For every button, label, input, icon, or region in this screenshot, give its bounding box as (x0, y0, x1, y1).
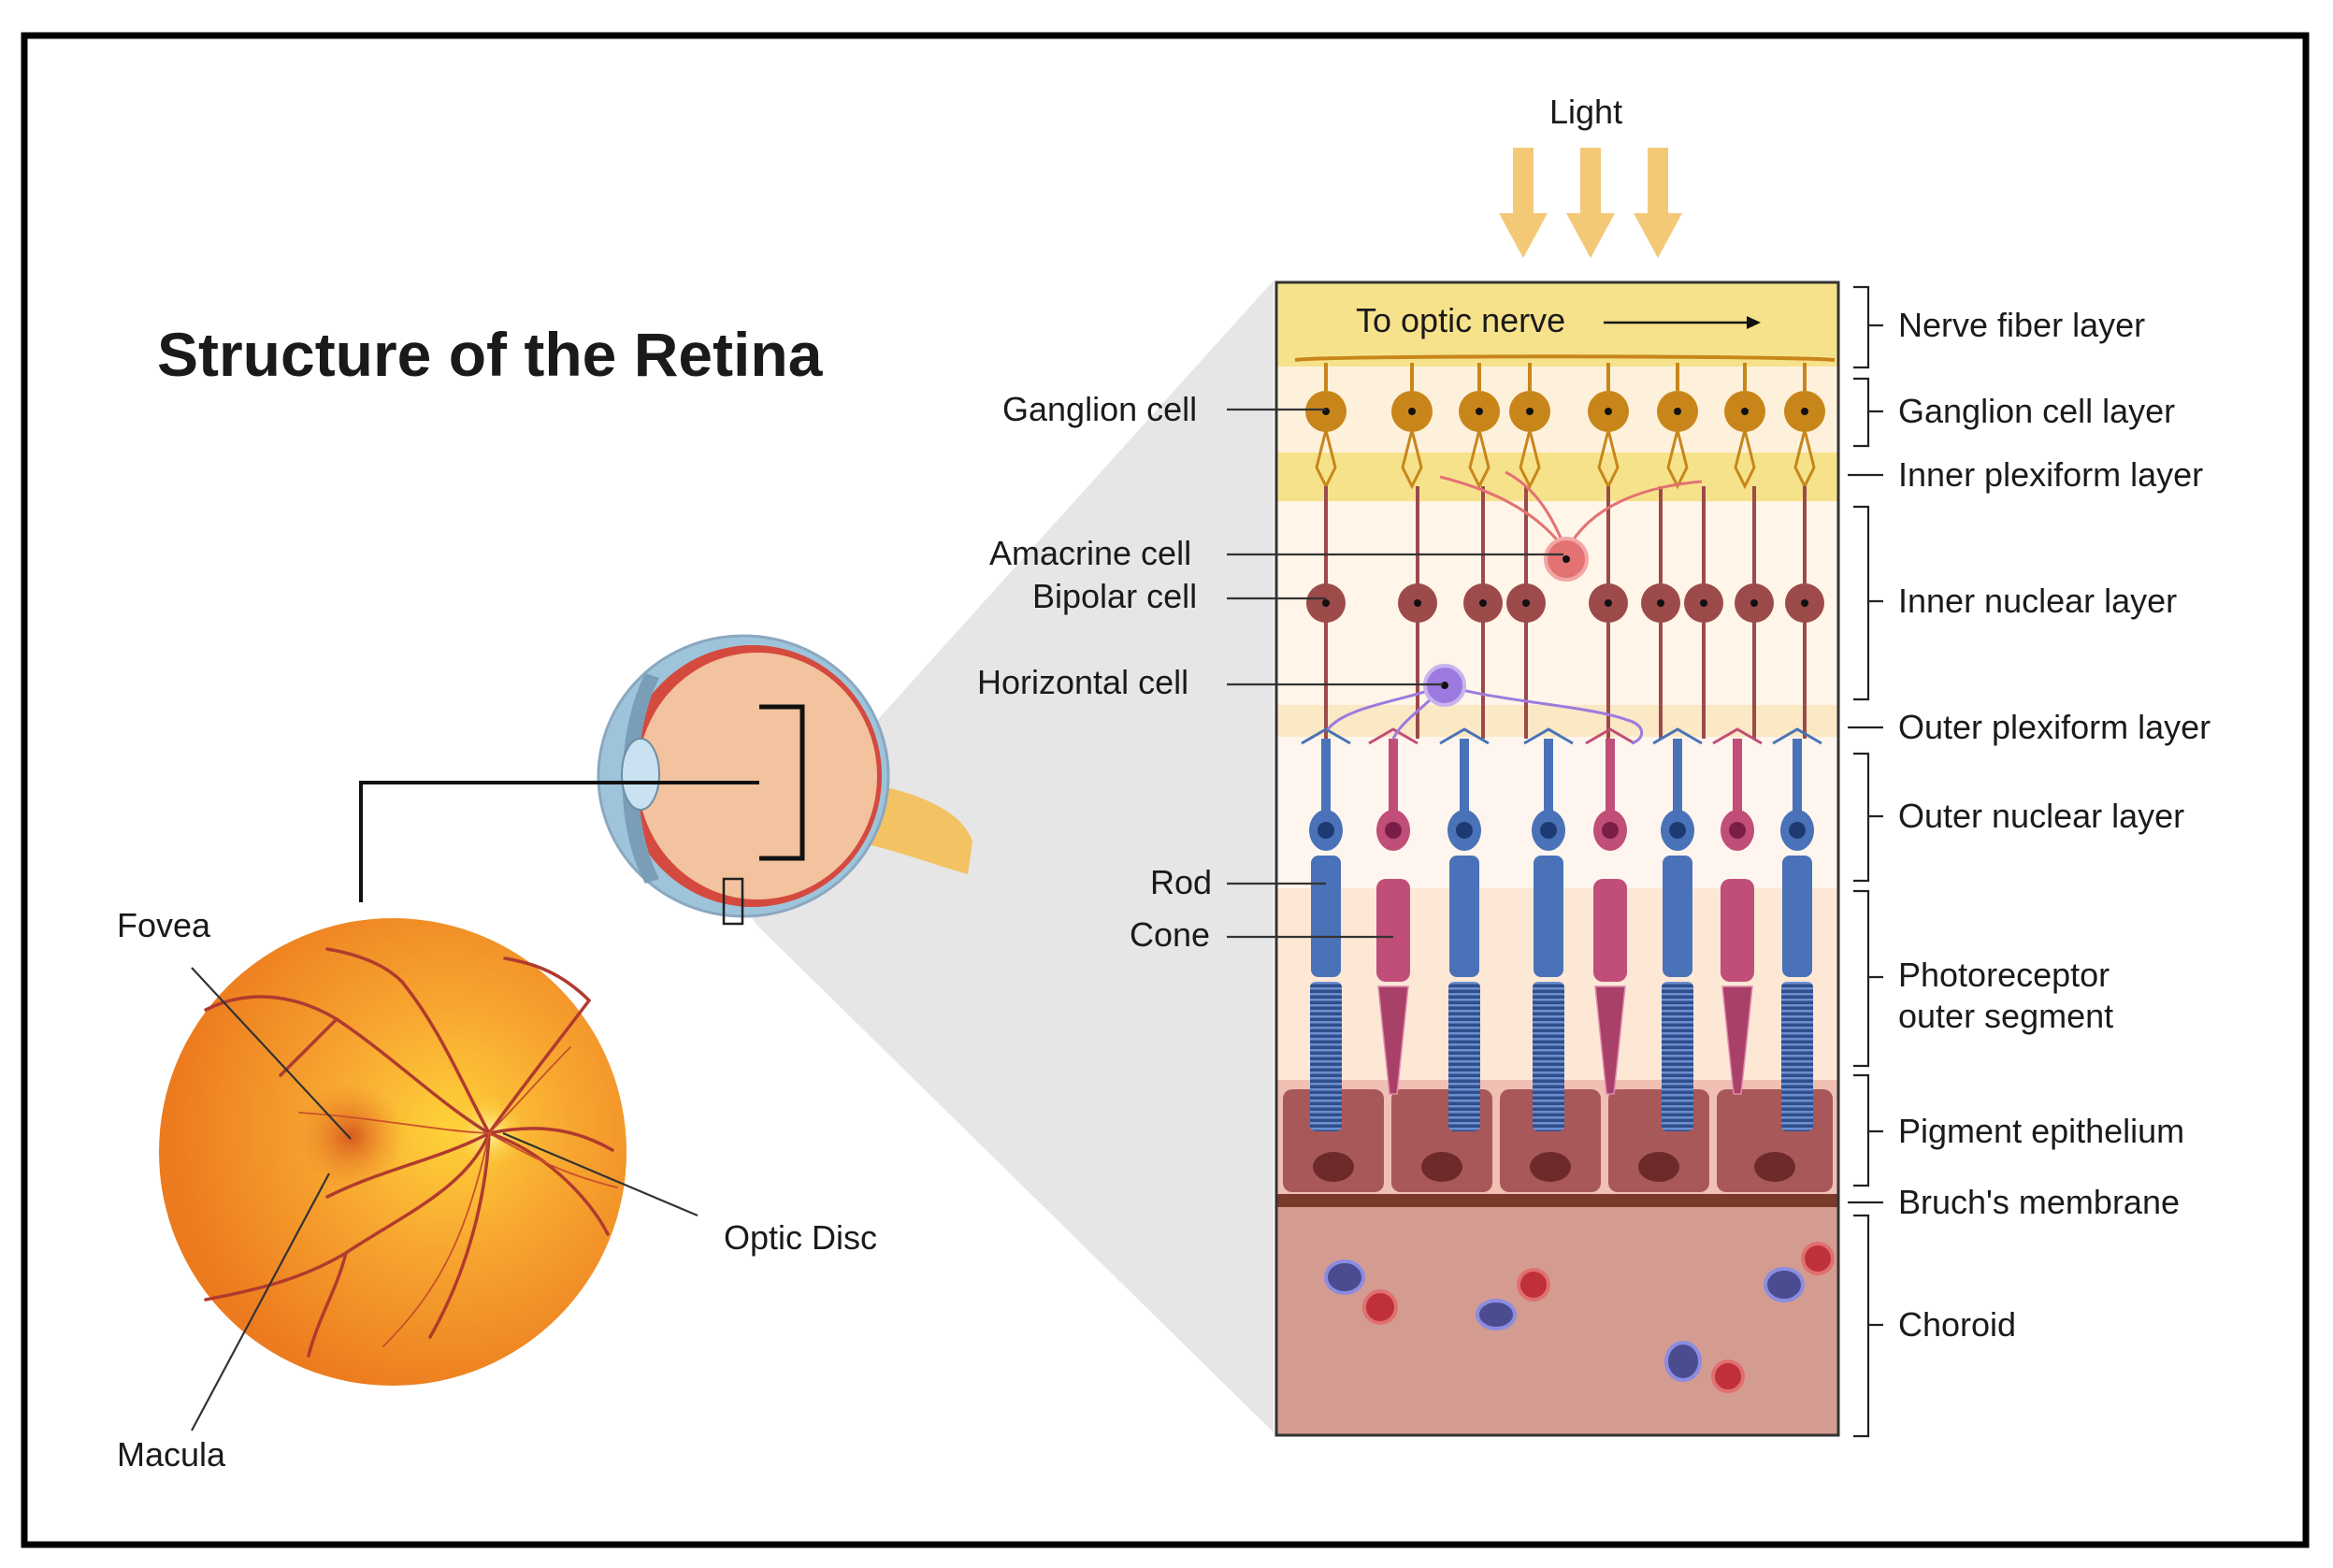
rod-inner-segment (1782, 856, 1812, 977)
layer-brackets (1848, 285, 1883, 1438)
optic-disc-leader (502, 1131, 698, 1217)
rod-outer-segment (1448, 982, 1480, 1131)
bruchs-membrane-label: Bruch's membrane (1898, 1183, 2180, 1221)
rod-nucleus (1540, 822, 1557, 839)
cone-nucleus (1385, 822, 1402, 839)
outer-plexiform-layer-label: Outer plexiform layer (1898, 708, 2211, 746)
amacrine-cell (1439, 470, 1703, 582)
rod-synapse (1301, 727, 1351, 745)
rod-outer-segment (1533, 982, 1564, 1131)
cone-synapse (1585, 727, 1635, 745)
amacrine-cell-label: Amacrine cell (989, 534, 1191, 572)
cone-inner-segment (1593, 879, 1627, 982)
ganglion-nucleus (1605, 408, 1612, 415)
ganglion-cell-label: Ganglion cell (1002, 390, 1197, 428)
bipolar-nucleus (1522, 599, 1530, 607)
rod-synapse (1523, 727, 1574, 745)
cone-nucleus (1602, 822, 1619, 839)
ganglion-nucleus (1674, 408, 1681, 415)
horizontal-cell (1326, 664, 1644, 745)
horizontal-cell-label: Horizontal cell (977, 663, 1188, 701)
eyeball-cross-section (359, 634, 972, 926)
cone-outer-segment (1594, 985, 1626, 1095)
rod-outer-segment (1781, 982, 1813, 1131)
ganglion-nucleus (1741, 408, 1749, 415)
rod-synapse (1652, 727, 1703, 745)
cone-outer-segment (1377, 985, 1409, 1095)
ganglion-nucleus (1476, 408, 1483, 415)
ganglion-dendrite (1401, 429, 1423, 490)
choroid-label: Choroid (1898, 1305, 2016, 1344)
retina-cells (1301, 363, 1825, 1131)
light-label: Light (1549, 93, 1622, 131)
bipolar-nucleus (1605, 599, 1612, 607)
ganglion-nucleus (1526, 408, 1534, 415)
rod-inner-segment (1663, 856, 1692, 977)
cone-outer-segment (1721, 985, 1753, 1095)
cone-label: Cone (1130, 915, 1210, 954)
macula-label: Macula (117, 1435, 226, 1474)
inner-nuclear-layer-label: Inner nuclear layer (1898, 582, 2177, 620)
rod-inner-segment (1311, 856, 1341, 977)
rod-outer-segment (1662, 982, 1693, 1131)
rod-inner-segment (1534, 856, 1563, 977)
bipolar-nucleus (1750, 599, 1758, 607)
bipolar-nucleus (1657, 599, 1664, 607)
rod-inner-segment (1449, 856, 1479, 977)
ganglion-nucleus (1801, 408, 1808, 415)
fundus-image (159, 918, 626, 1386)
outer-nuclear-layer-label: Outer nuclear layer (1898, 797, 2184, 835)
cone-inner-segment (1376, 879, 1410, 982)
rod-nucleus (1789, 822, 1806, 839)
choroid-cells (1324, 1242, 1835, 1393)
bipolar-nucleus (1414, 599, 1421, 607)
inner-plexiform-layer-label: Inner plexiform layer (1898, 455, 2203, 494)
cone-synapse (1712, 727, 1763, 745)
pigment-epithelium-label: Pigment epithelium (1898, 1112, 2184, 1150)
page-title: Structure of the Retina (157, 320, 824, 389)
fovea-leader (191, 967, 352, 1140)
bipolar-nucleus (1479, 599, 1487, 607)
ganglion-dendrite (1519, 429, 1541, 490)
bipolar-nucleus (1322, 599, 1330, 607)
rod-label: Rod (1150, 863, 1212, 901)
macula-leader (191, 1172, 330, 1431)
bipolar-nucleus (1700, 599, 1707, 607)
rod-nucleus (1318, 822, 1334, 839)
nerve-fibers (1294, 354, 1836, 362)
cone-nucleus (1729, 822, 1746, 839)
bipolar-nucleus (1801, 599, 1808, 607)
photoreceptor-outer-segment-label-2: outer segment (1898, 997, 2113, 1035)
rod-nucleus (1669, 822, 1686, 839)
cone-inner-segment (1721, 879, 1754, 982)
ganglion-nucleus (1408, 408, 1416, 415)
ganglion-cell-layer-label: Ganglion cell layer (1898, 392, 2175, 430)
optic-disc-label: Optic Disc (724, 1218, 877, 1257)
rod-nucleus (1456, 822, 1473, 839)
bipolar-cell-label: Bipolar cell (1032, 577, 1197, 615)
zoom-projection (734, 281, 1274, 1432)
cone-synapse (1368, 727, 1419, 745)
rod-synapse (1439, 727, 1490, 745)
ganglion-dendrite (1666, 429, 1689, 490)
optic-nerve-label: To optic nerve (1356, 301, 1565, 339)
photoreceptor-outer-segment-label-1: Photoreceptor (1898, 956, 2110, 994)
fovea-label: Fovea (117, 906, 211, 944)
nerve-fiber-layer-label: Nerve fiber layer (1898, 306, 2145, 344)
ganglion-dendrite (1734, 429, 1756, 490)
rod-synapse (1772, 727, 1822, 745)
rod-outer-segment (1310, 982, 1342, 1131)
ganglion-dendrite (1468, 429, 1491, 490)
light-arrows (1499, 148, 1682, 258)
